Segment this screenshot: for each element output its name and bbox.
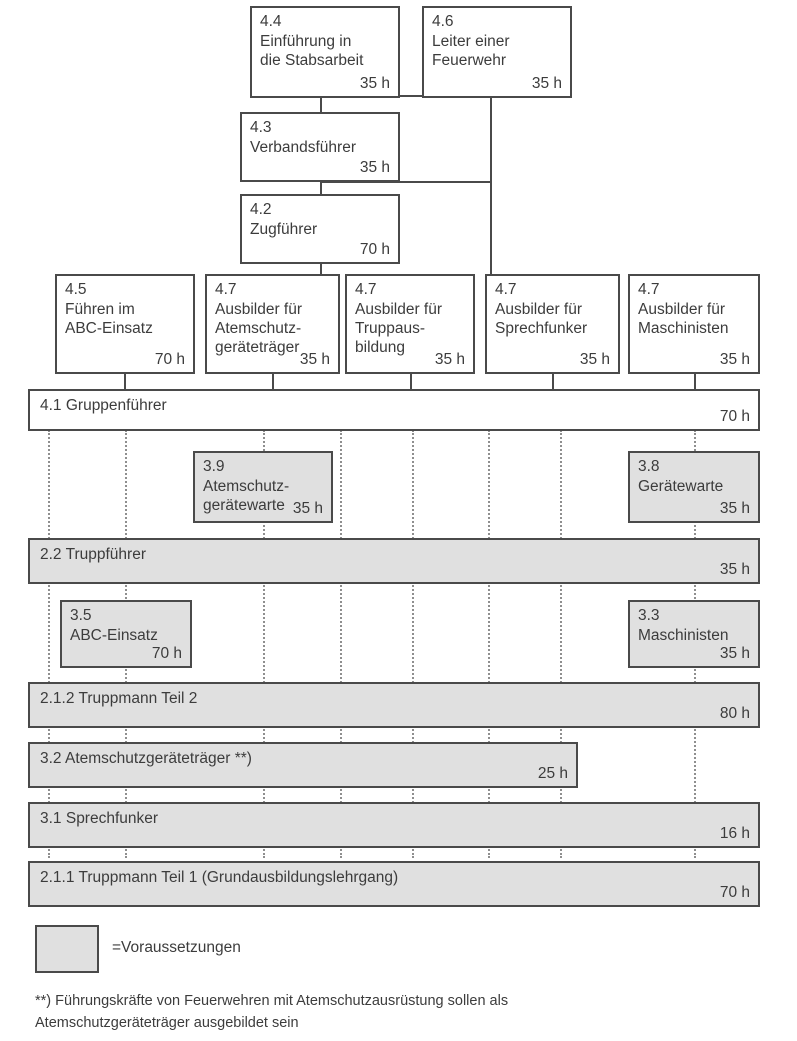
node-3-3-maschinisten[interactable]: 3.3 Maschinisten 35 h — [628, 600, 760, 668]
node-title: 3.1 Sprechfunker — [40, 810, 159, 827]
node-4-6-leiter-einer-feuerwehr[interactable]: 4.6 Leiter einer Feuerwehr 35 h — [422, 6, 572, 98]
node-hours: 35 h — [719, 500, 750, 517]
node-4-7-ausbilder-atemschutzgeraetetraeger[interactable]: 4.7 Ausbilder für Atemschutz- geräteträg… — [205, 274, 340, 374]
node-title: Ausbilder für Maschinisten — [638, 301, 729, 337]
node-title: Verbandsführer — [250, 139, 356, 156]
connector-4-5-down — [124, 374, 126, 390]
legend-prerequisite-label: =Voraussetzungen — [112, 939, 241, 956]
node-code: 4.5 — [65, 281, 87, 298]
node-title: 2.2 Truppführer — [40, 546, 146, 563]
node-code: 3.3 — [638, 607, 660, 624]
legend-prerequisite-swatch — [35, 925, 99, 973]
node-hours: 25 h — [537, 765, 568, 782]
node-title: Ausbilder für Sprechfunker — [495, 301, 588, 337]
node-title: Atemschutz- gerätewarte — [203, 478, 290, 514]
node-hours: 70 h — [359, 241, 390, 258]
connector-4-7-truppaus-down — [410, 374, 412, 390]
node-title: Ausbilder für Atemschutz- geräteträger — [215, 301, 303, 356]
node-3-1-sprechfunker[interactable]: 3.1 3.1 Sprechfunker 16 h — [28, 802, 760, 848]
node-4-5-fuehren-im-abc-einsatz[interactable]: 4.5 Führen im ABC-Einsatz 70 h — [55, 274, 195, 374]
node-hours: 70 h — [154, 351, 185, 368]
node-4-2-zugfuehrer[interactable]: 4.2 Zugführer 70 h — [240, 194, 400, 264]
node-hours: 35 h — [531, 75, 562, 92]
node-hours: 35 h — [299, 351, 330, 368]
node-title: 2.1.2 Truppmann Teil 2 — [40, 690, 198, 707]
node-code: 4.7 — [215, 281, 237, 298]
node-hours: 35 h — [434, 351, 465, 368]
connector-4-3-down — [320, 180, 322, 194]
node-code: 4.7 — [638, 281, 660, 298]
node-hours: 70 h — [719, 884, 750, 901]
prereq-column-5 — [412, 430, 414, 858]
node-hours: 70 h — [151, 645, 182, 662]
node-4-4-einfuehrung-stabsarbeit[interactable]: 4.4 Einführung in die Stabsarbeit 35 h — [250, 6, 400, 98]
node-4-7-ausbilder-sprechfunker[interactable]: 4.7 Ausbilder für Sprechfunker 35 h — [485, 274, 620, 374]
node-hours: 35 h — [359, 159, 390, 176]
node-code: 4.6 — [432, 13, 454, 30]
connector-4-7-sprechfunker-down — [552, 374, 554, 390]
node-title: Einführung in die Stabsarbeit — [260, 33, 364, 69]
node-3-2-atemschutzgeraetetraeger[interactable]: 3.2 3.2 Atemschutzgeräteträger **) 25 h — [28, 742, 578, 788]
connector-4-4-down — [320, 98, 322, 112]
node-title: 4.1 Gruppenführer — [40, 397, 167, 414]
node-3-9-atemschutzgeraetewarte[interactable]: 3.9 Atemschutz- gerätewarte 35 h — [193, 451, 333, 523]
node-2-2-truppfuehrer[interactable]: 2.2 2.2 Truppführer 35 h — [28, 538, 760, 584]
node-title: 2.1.1 Truppmann Teil 1 (Grundausbildungs… — [40, 869, 399, 886]
node-code: 4.2 — [250, 201, 272, 218]
node-title: Führen im ABC-Einsatz — [65, 301, 153, 337]
node-code: 4.7 — [355, 281, 377, 298]
node-title: Zugführer — [250, 221, 318, 238]
footnote-atemschutz: **) Führungskräfte von Feuerwehren mit A… — [35, 993, 509, 1031]
node-hours: 35 h — [359, 75, 390, 92]
node-title: Leiter einer Feuerwehr — [432, 33, 510, 69]
prereq-column-6 — [488, 430, 490, 858]
node-title: Ausbilder für Truppaus- bildung — [355, 301, 443, 356]
connector-4-2-down — [320, 264, 322, 276]
node-2-1-1-truppmann-teil-1[interactable]: 2.1.1 2.1.1 Truppmann Teil 1 (Grundausbi… — [28, 861, 760, 907]
node-code: 3.9 — [203, 458, 225, 475]
node-hours: 35 h — [719, 561, 750, 578]
node-4-7-ausbilder-truppausbildung[interactable]: 4.7 Ausbilder für Truppaus- bildung 35 h — [345, 274, 475, 374]
connector-bus-top — [320, 95, 492, 97]
node-title: 3.2 Atemschutzgeräteträger **) — [40, 750, 252, 767]
node-hours: 16 h — [719, 825, 750, 842]
node-4-7-ausbilder-maschinisten[interactable]: 4.7 Ausbilder für Maschinisten 35 h — [628, 274, 760, 374]
connector-4-6-trunk — [490, 95, 492, 275]
node-code: 3.5 — [70, 607, 92, 624]
node-hours: 80 h — [719, 705, 750, 722]
node-hours: 35 h — [719, 351, 750, 368]
node-code: 4.4 — [260, 13, 282, 30]
prereq-column-7 — [560, 430, 562, 858]
prereq-column-4 — [340, 430, 342, 858]
prereq-column-1 — [48, 430, 50, 858]
connector-4-7-maschinisten-down — [694, 374, 696, 390]
node-hours: 35 h — [719, 645, 750, 662]
node-2-1-2-truppmann-teil-2[interactable]: 2.1.2 2.1.2 Truppmann Teil 2 80 h — [28, 682, 760, 728]
node-4-1-gruppenfuehrer[interactable]: 4.1 4.1 Gruppenführer 70 h — [28, 389, 760, 431]
node-title: ABC-Einsatz — [70, 627, 158, 644]
node-code: 3.8 — [638, 458, 660, 475]
node-4-3-verbandsfuehrer[interactable]: 4.3 Verbandsführer 35 h — [240, 112, 400, 182]
node-hours: 35 h — [292, 500, 323, 517]
node-code: 4.7 — [495, 281, 517, 298]
node-hours: 70 h — [719, 408, 750, 425]
node-title: Gerätewarte — [638, 478, 724, 495]
connector-4-7-atemschutz-down — [272, 374, 274, 390]
node-3-8-geraetewarte[interactable]: 3.8 Gerätewarte 35 h — [628, 451, 760, 523]
node-hours: 35 h — [579, 351, 610, 368]
connector-bus-mid — [320, 181, 492, 183]
node-code: 4.3 — [250, 119, 272, 136]
node-3-5-abc-einsatz[interactable]: 3.5 ABC-Einsatz 70 h — [60, 600, 192, 668]
node-title: Maschinisten — [638, 627, 729, 644]
prereq-column-3 — [263, 430, 265, 858]
